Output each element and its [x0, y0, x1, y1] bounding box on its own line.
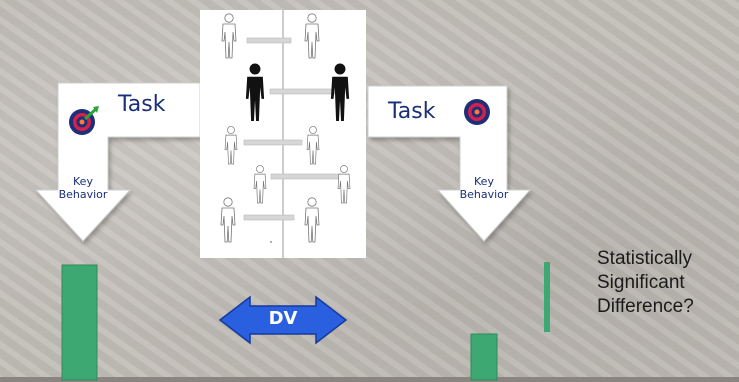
- stat-line-1: Statistically: [597, 248, 693, 269]
- bar-right: [470, 333, 498, 381]
- task-label-right: Task: [388, 99, 436, 124]
- dv-double-arrow: [218, 295, 348, 345]
- target-icon-left: [69, 106, 99, 135]
- stat-line-3: Difference?: [597, 296, 694, 317]
- key-behavior-line-1: Key: [73, 175, 93, 188]
- key-behavior-label-right: Key Behavior: [449, 175, 519, 201]
- difference-indicator-line: [544, 262, 550, 332]
- key-behavior-line-1: Key: [474, 175, 494, 188]
- people-panel: [200, 10, 366, 258]
- target-icon-right: [464, 99, 490, 125]
- task-label-left: Task: [118, 92, 166, 117]
- stat-line-2: Significant: [597, 272, 685, 293]
- key-behavior-line-2: Behavior: [459, 188, 509, 201]
- bars-group: [61, 264, 498, 381]
- right-bent-arrow: [367, 85, 532, 242]
- bar-left: [61, 264, 98, 381]
- dv-label: DV: [268, 308, 298, 329]
- ground-line: [0, 377, 739, 382]
- key-behavior-label-left: Key Behavior: [48, 175, 118, 201]
- key-behavior-line-2: Behavior: [58, 188, 108, 201]
